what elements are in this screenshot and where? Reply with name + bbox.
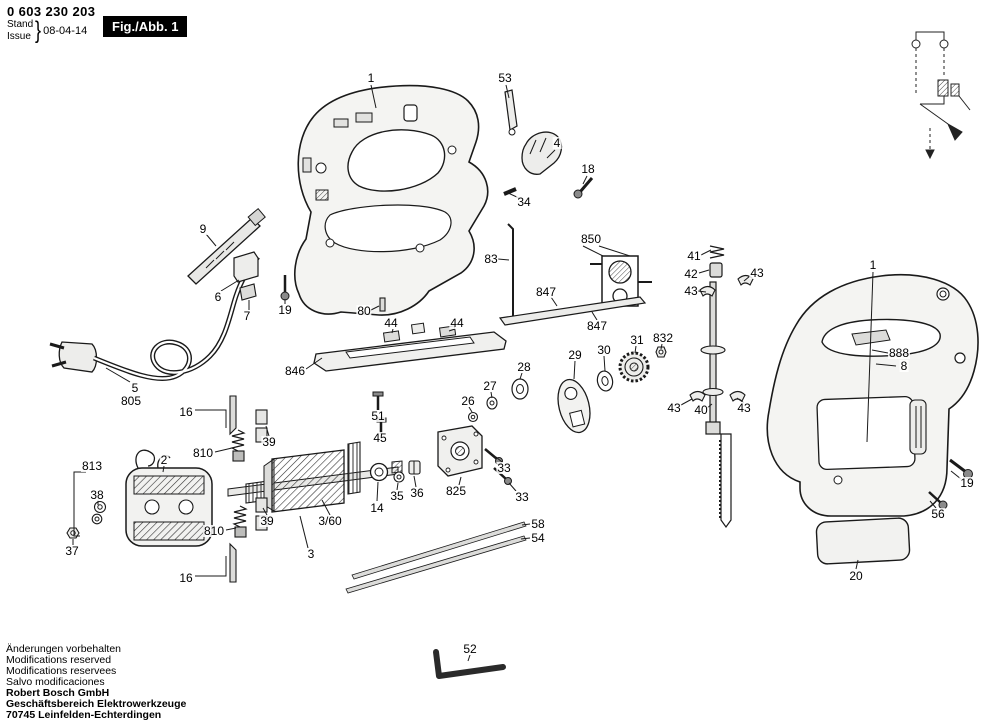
part-label-42: 42: [683, 267, 699, 281]
wiring-schematic: [911, 31, 971, 160]
part-label-36: 36: [409, 486, 425, 500]
part-label-850: 850: [579, 232, 603, 246]
part-label-38: 38: [89, 488, 105, 502]
part-label-19: 19: [959, 476, 975, 490]
part-label-44: 44: [383, 316, 399, 330]
part-label-33: 33: [496, 461, 512, 475]
part-label-16: 16: [178, 571, 194, 585]
document-number: 0 603 230 203: [7, 4, 96, 19]
part-label-83: 83: [483, 252, 499, 266]
footer-block: Änderungen vorbehalten Modifications res…: [6, 644, 186, 721]
title-block: 0 603 230 203 Stand Issue } 08-04-14: [7, 4, 96, 44]
part-label-805: 805: [119, 394, 143, 408]
part-label-846: 846: [283, 364, 307, 378]
part-label-14: 14: [369, 501, 385, 515]
part-label-43: 43: [666, 401, 682, 415]
part-label-3: 3: [306, 547, 316, 561]
allen-key-52: [433, 649, 506, 679]
footer-division: Geschäftsbereich Elektrowerkzeuge: [6, 698, 187, 710]
switch-parts: [503, 89, 594, 318]
footer-line: Modifications reserved: [6, 654, 112, 666]
part-label-888: 888: [887, 346, 911, 360]
part-label-847: 847: [585, 319, 609, 333]
footer-line: Modifications reservees: [6, 665, 117, 677]
part-label-5: 5: [130, 381, 140, 395]
stator-2: [125, 449, 213, 547]
part-label-43: 43: [736, 401, 752, 415]
part-label-34: 34: [516, 195, 532, 209]
housing-right: [766, 273, 979, 565]
figure-label-text: Fig./Abb. 1: [112, 19, 179, 34]
part-label-52: 52: [462, 642, 478, 656]
part-label-54: 54: [530, 531, 546, 545]
footer-address: 70745 Leinfelden-Echterdingen: [6, 709, 162, 721]
part-label-45: 45: [372, 431, 388, 445]
issue-label: Issue: [7, 30, 31, 42]
part-label-43: 43: [683, 284, 699, 298]
part-label-27: 27: [482, 379, 498, 393]
part-label-19: 19: [277, 303, 293, 317]
issue-date: 08-04-14: [43, 24, 88, 37]
part-label-56: 56: [930, 507, 946, 521]
part-label-3-60: 3/60: [317, 514, 343, 528]
power-cord-assembly: [49, 207, 266, 382]
stand-label: Stand: [7, 19, 34, 30]
brace-glyph: }: [35, 16, 42, 44]
part-label-8: 8: [899, 359, 909, 373]
part-label-43: 43: [749, 266, 765, 280]
footer-line: Änderungen vorbehalten: [6, 643, 122, 655]
part-label-39: 39: [261, 435, 277, 449]
part-label-53: 53: [497, 71, 513, 85]
footer-company: Robert Bosch GmbH: [6, 687, 110, 699]
motor-hardware: [66, 500, 107, 539]
guard-bar-847: [498, 296, 647, 326]
part-label-4: 4: [552, 136, 562, 150]
part-label-29: 29: [567, 348, 583, 362]
part-label-2: 2: [159, 453, 169, 467]
part-label-39: 39: [259, 514, 275, 528]
part-label-41: 41: [686, 249, 702, 263]
part-label-37: 37: [64, 544, 80, 558]
part-label-26: 26: [460, 394, 476, 408]
part-label-58: 58: [530, 517, 546, 531]
crank-drive-parts: [467, 346, 667, 434]
part-label-813: 813: [80, 459, 104, 473]
motor-housing-left-shell: [293, 84, 489, 316]
part-label-1: 1: [868, 258, 878, 272]
plunger-and-blade: [689, 245, 754, 529]
part-label-28: 28: [516, 360, 532, 374]
part-label-44: 44: [449, 316, 465, 330]
figure-label: Fig./Abb. 1: [103, 16, 188, 37]
brush-plate-parts: [233, 251, 290, 301]
part-label-832: 832: [651, 331, 675, 345]
part-label-847: 847: [534, 285, 558, 299]
part-label-20: 20: [848, 569, 864, 583]
part-label-40: 40: [693, 403, 709, 417]
part-label-51: 51: [370, 409, 386, 423]
part-label-7: 7: [242, 309, 252, 323]
part-label-35: 35: [389, 489, 405, 503]
part-label-810: 810: [202, 524, 226, 538]
roller-lever-850: [590, 255, 652, 307]
part-label-30: 30: [596, 343, 612, 357]
part-label-825: 825: [444, 484, 468, 498]
part-label-1: 1: [366, 71, 376, 85]
guide-rods: [345, 521, 527, 594]
part-label-80: 80: [356, 304, 372, 318]
footer-line: Salvo modificaciones: [6, 676, 105, 688]
issue-row: Stand Issue } 08-04-14: [7, 16, 95, 44]
part-label-31: 31: [629, 333, 645, 347]
carbon-brush-parts: [229, 395, 268, 583]
part-label-6: 6: [213, 290, 223, 304]
part-label-810: 810: [191, 446, 215, 460]
part-label-33: 33: [514, 490, 530, 504]
part-label-16: 16: [178, 405, 194, 419]
part-label-9: 9: [198, 222, 208, 236]
part-label-18: 18: [580, 162, 596, 176]
leader-lines: [72, 84, 962, 662]
